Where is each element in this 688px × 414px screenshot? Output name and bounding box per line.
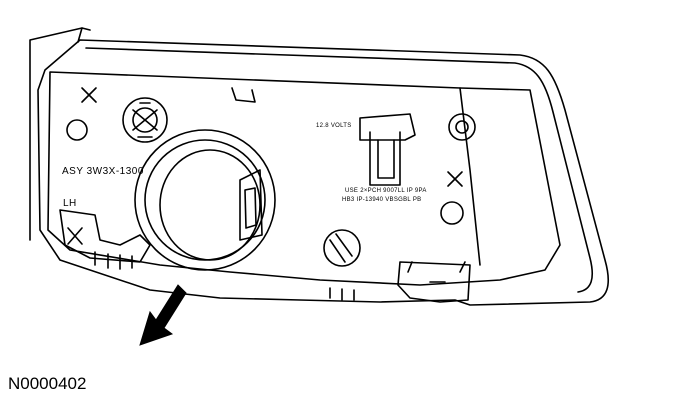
vent-cap-detail bbox=[329, 233, 353, 263]
bulb-socket-detail bbox=[239, 169, 263, 241]
bulb-spec-line1: USE 2×PCH 9007LL IP 9PA bbox=[345, 188, 427, 194]
adjuster-screw-slots bbox=[132, 102, 158, 138]
mount-hole-right-top-inner bbox=[455, 120, 469, 134]
assembly-number-label: ASY 3W3X-1300 bbox=[62, 166, 144, 177]
lower-mid-tabs bbox=[329, 287, 355, 301]
lens-inner-outline bbox=[85, 47, 594, 293]
bulb-socket-ring-outer bbox=[134, 129, 276, 271]
lower-right-bracket bbox=[397, 261, 471, 303]
mount-hole-left bbox=[66, 119, 88, 141]
mount-hole-right bbox=[440, 201, 464, 225]
lens-rim-top bbox=[29, 27, 91, 241]
lower-right-detail bbox=[407, 261, 466, 283]
top-tab bbox=[231, 87, 256, 103]
connector-inner bbox=[377, 139, 395, 179]
housing-edge bbox=[459, 87, 481, 266]
lower-left-tabs bbox=[94, 251, 133, 270]
bulb-spec-line2: HB3 IP-13940 VBSGBL PB bbox=[342, 197, 422, 203]
adjuster-screw-inner bbox=[132, 107, 158, 133]
housing-body bbox=[47, 71, 561, 286]
volts-label: 12.8 VOLTS bbox=[316, 123, 352, 129]
mount-hole-right-top bbox=[448, 113, 476, 141]
lens-outer-outline bbox=[37, 39, 609, 306]
x-mark-left bbox=[81, 87, 97, 103]
x-mark-right bbox=[447, 171, 463, 187]
lower-left-bracket bbox=[59, 209, 151, 263]
arrow-icon bbox=[139, 284, 187, 346]
lower-left-x bbox=[67, 227, 83, 245]
bulb-socket-opening bbox=[159, 149, 261, 261]
connector-bracket bbox=[359, 113, 416, 186]
vent-cap bbox=[323, 229, 361, 267]
side-label: LH bbox=[63, 198, 77, 209]
reference-code: N0000402 bbox=[8, 374, 87, 393]
adjuster-screw-outer bbox=[122, 97, 168, 143]
